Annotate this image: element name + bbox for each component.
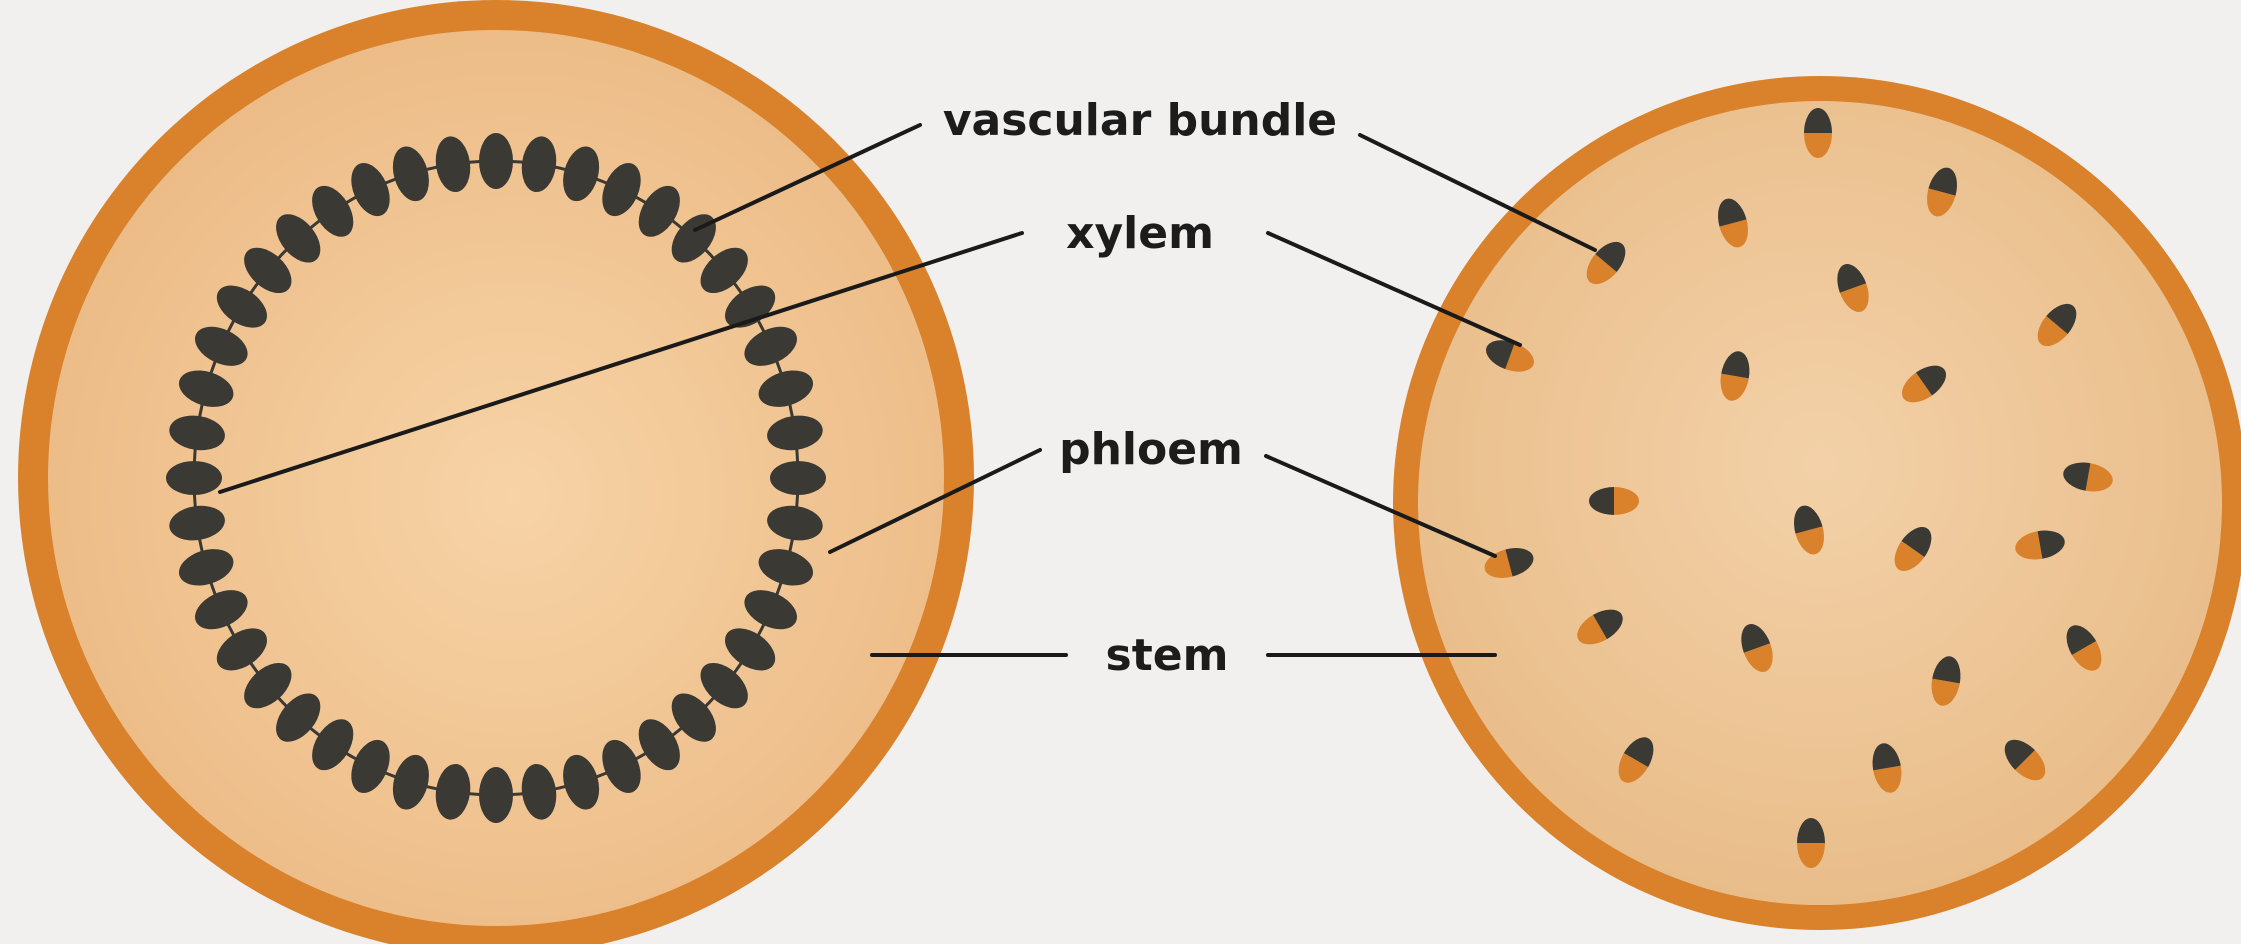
monocot-vascular-bundle [1589, 487, 1639, 515]
monocot-vascular-bundle [1797, 818, 1825, 868]
label-stem: stem [1106, 630, 1229, 681]
monocot-stem [1393, 76, 2241, 930]
label-phloem: phloem [1059, 424, 1243, 475]
dicot-vascular-bundle [479, 133, 513, 189]
dicot-vascular-bundle [166, 461, 222, 495]
dicot-vascular-bundle [479, 767, 513, 823]
label-xylem: xylem [1066, 208, 1214, 259]
dicot-vascular-bundle [770, 461, 826, 495]
dicot-stem [18, 0, 974, 944]
labels: vascular bundle xylem phloem stem [943, 95, 1337, 681]
monocot-vascular-bundle [1804, 108, 1832, 158]
label-vascular-bundle: vascular bundle [943, 95, 1337, 146]
